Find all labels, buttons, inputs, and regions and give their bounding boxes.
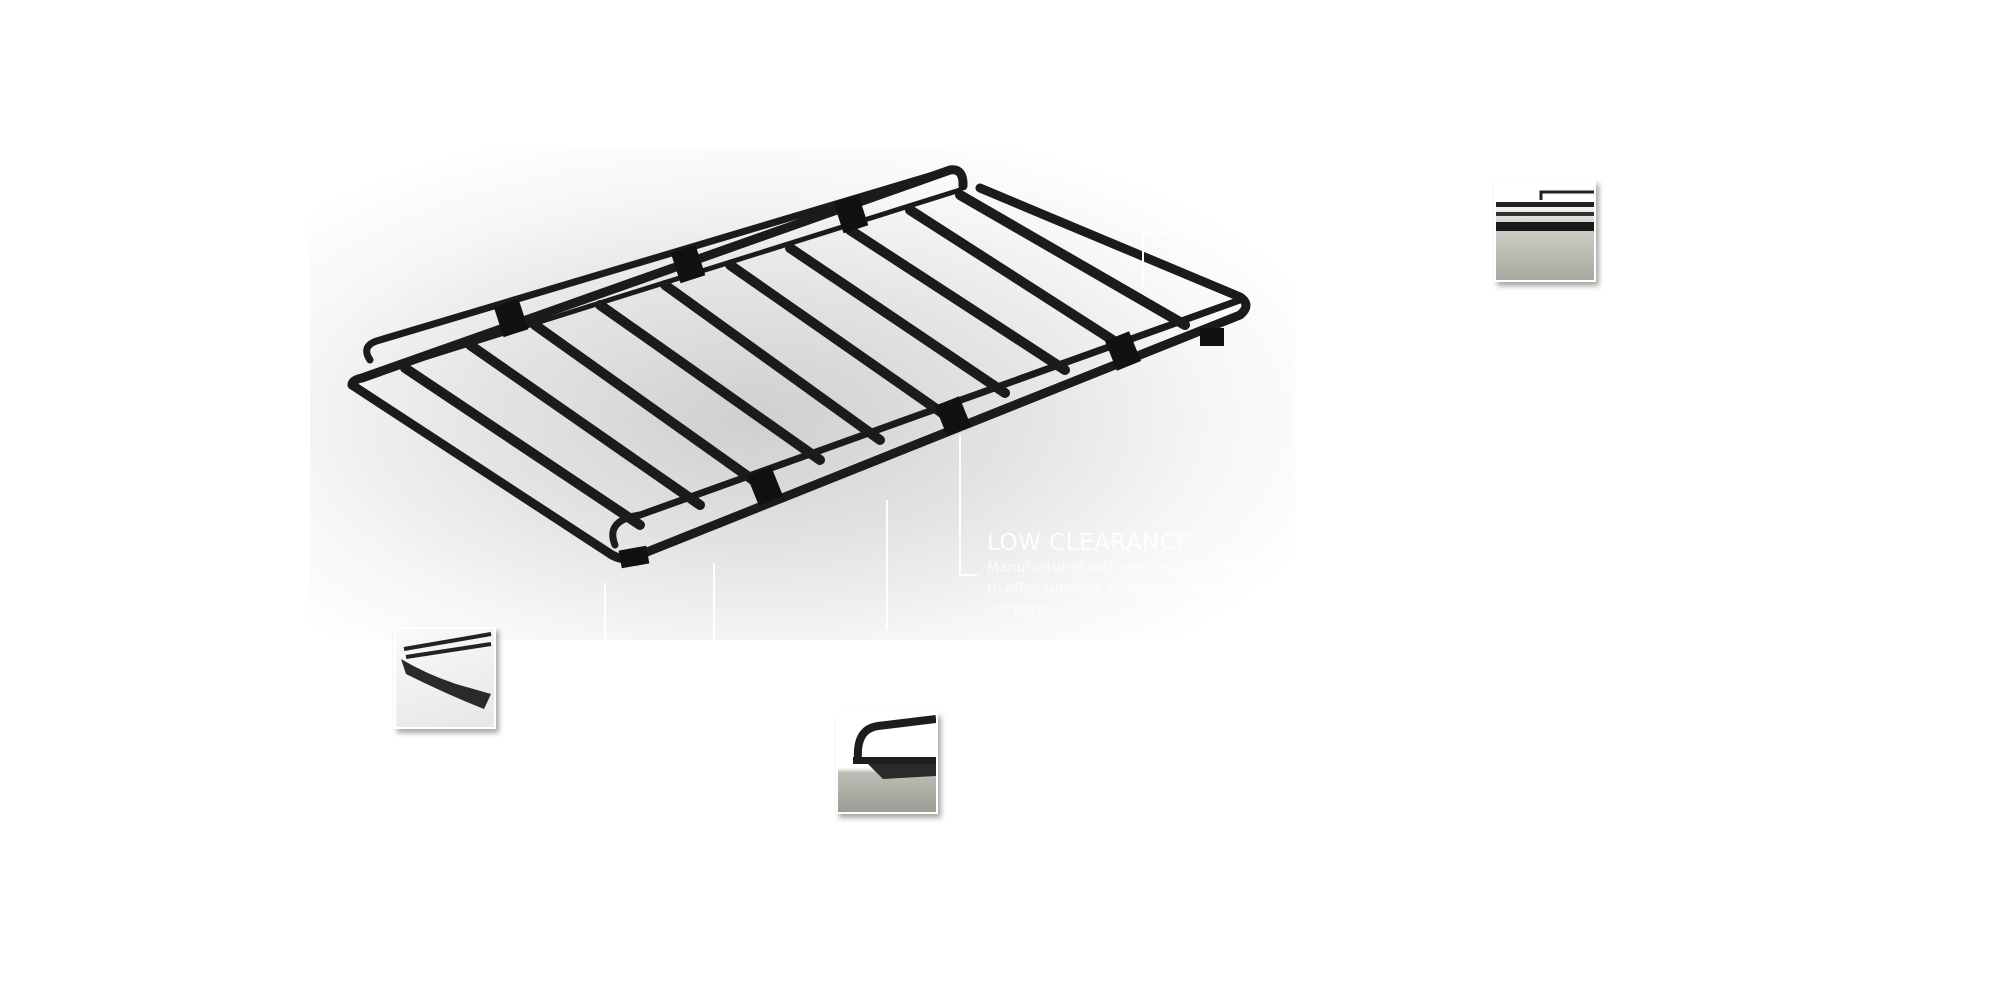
callout-line — [1142, 231, 1252, 233]
feature-title: LOW CLEARANCE — [987, 530, 1192, 556]
callout-line — [604, 583, 606, 643]
feature-description: Manufactured with minimal roof clearance… — [987, 560, 1284, 618]
rack-end-fairing-image — [401, 632, 492, 709]
callout-line — [959, 435, 961, 575]
thumbnail-rack-side-rail[interactable] — [1494, 180, 1596, 282]
callout-line — [713, 563, 715, 643]
feature-callout: LOW CLEARANCE Manufactured with minimal … — [987, 530, 1287, 621]
roof-rack-hero-image — [310, 150, 1295, 640]
thumbnail-rack-foot-mount[interactable] — [836, 712, 938, 814]
callout-line — [1142, 231, 1144, 287]
callout-line — [886, 500, 888, 630]
rack-side-rail-image — [1496, 190, 1594, 231]
thumbnail-rack-end-fairing[interactable] — [394, 627, 496, 729]
roof-rack-illustration — [347, 165, 1251, 569]
rack-foot-mount-image — [853, 715, 936, 779]
callout-line — [959, 574, 977, 576]
